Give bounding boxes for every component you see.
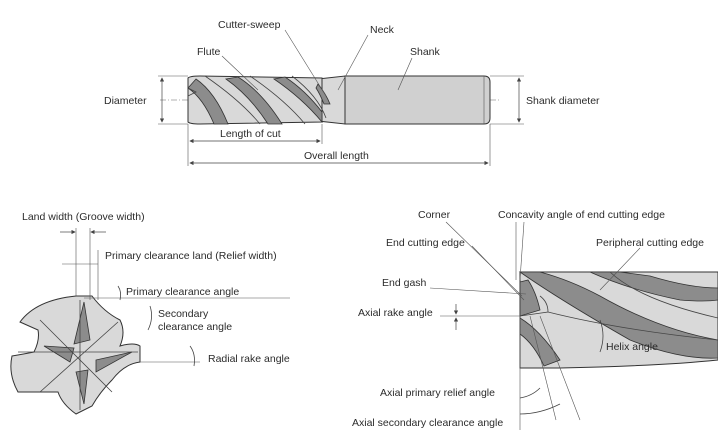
- secondary-clearance-angle-label-1: Secondary: [158, 308, 209, 320]
- neck-label: Neck: [370, 24, 395, 36]
- helix-edge-3: [291, 75, 327, 119]
- end-cutting-edge-line: [519, 295, 549, 317]
- end-mill-end-detail: Corner Concavity angle of end cutting ed…: [352, 209, 718, 430]
- end-gash-shape: [519, 279, 541, 317]
- concavity-angle-label: Concavity angle of end cutting edge: [498, 209, 665, 221]
- end-detail-flute-3: [519, 317, 561, 367]
- overall-length-label: Overall length: [304, 150, 369, 162]
- cutter-sweep-leader: [284, 29, 327, 97]
- primary-clearance-angle-arc: [117, 285, 122, 301]
- helix-angle-label: Helix angle: [606, 341, 658, 353]
- helix-line: [609, 271, 718, 319]
- helix-edge-1: [204, 75, 261, 125]
- radial-rake-angle-label: Radial rake angle: [208, 353, 290, 365]
- end-detail-flute-1: [518, 271, 718, 359]
- end-cutting-edge-label: End cutting edge: [386, 237, 465, 249]
- shank-diameter-label: Shank diameter: [526, 95, 600, 107]
- corner-label: Corner: [418, 209, 451, 221]
- cutter-sweep-label: Cutter-sweep: [218, 19, 281, 31]
- flute-leader: [221, 55, 259, 91]
- cross-section-sector-1: [73, 301, 91, 345]
- end-gash-label: End gash: [382, 277, 427, 289]
- flute-groove-2: [224, 76, 283, 125]
- diameter-label: Diameter: [104, 95, 147, 107]
- cross-section-sector-2: [43, 345, 75, 363]
- land-width-label: Land width (Groove width): [22, 211, 145, 223]
- primary-clearance-land-label: Primary clearance land (Relief width): [105, 250, 277, 262]
- axial-primary-relief-angle-label: Axial primary relief angle: [380, 387, 495, 399]
- peripheral-edge-line: [547, 311, 718, 341]
- end-gash-leader: [429, 287, 527, 295]
- peripheral-cutting-edge-label: Peripheral cutting edge: [596, 237, 704, 249]
- axial-rake-angle-label: Axial rake angle: [358, 307, 433, 319]
- helix-edge-2: [249, 75, 306, 125]
- secondary-clearance-angle-arc: [147, 305, 152, 331]
- axial-primary-relief-angle-arc: [519, 387, 541, 399]
- corner-leader: [445, 221, 523, 297]
- primary-clearance-angle-label: Primary clearance angle: [126, 286, 239, 298]
- tip-detail: [187, 87, 197, 97]
- axial-secondary-clearance-angle-arc: [519, 403, 561, 415]
- end-mill-cross-section: Land width (Groove width) Primary cleara…: [10, 211, 290, 415]
- flute-groove-3: [272, 76, 323, 124]
- cross-section-sector-4: [95, 351, 133, 373]
- end-mill-side-view: Diameter Shank diameter Length of cut Ov…: [104, 19, 600, 166]
- helix-angle-arc: [599, 319, 604, 353]
- length-of-cut-label: Length of cut: [220, 128, 281, 140]
- flute-label: Flute: [197, 46, 221, 58]
- shank-body: [344, 75, 491, 125]
- shank-label: Shank: [410, 46, 441, 58]
- peripheral-cutting-edge-leader: [599, 247, 641, 291]
- axial-secondary-clearance-angle-label: Axial secondary clearance angle: [352, 417, 503, 429]
- neck-leader: [337, 34, 369, 91]
- shank-leader: [397, 57, 413, 91]
- end-cutting-edge-leader: [471, 245, 525, 301]
- radial-rake-angle-arc: [189, 345, 195, 367]
- secondary-clearance-angle-label-2: clearance angle: [158, 321, 232, 333]
